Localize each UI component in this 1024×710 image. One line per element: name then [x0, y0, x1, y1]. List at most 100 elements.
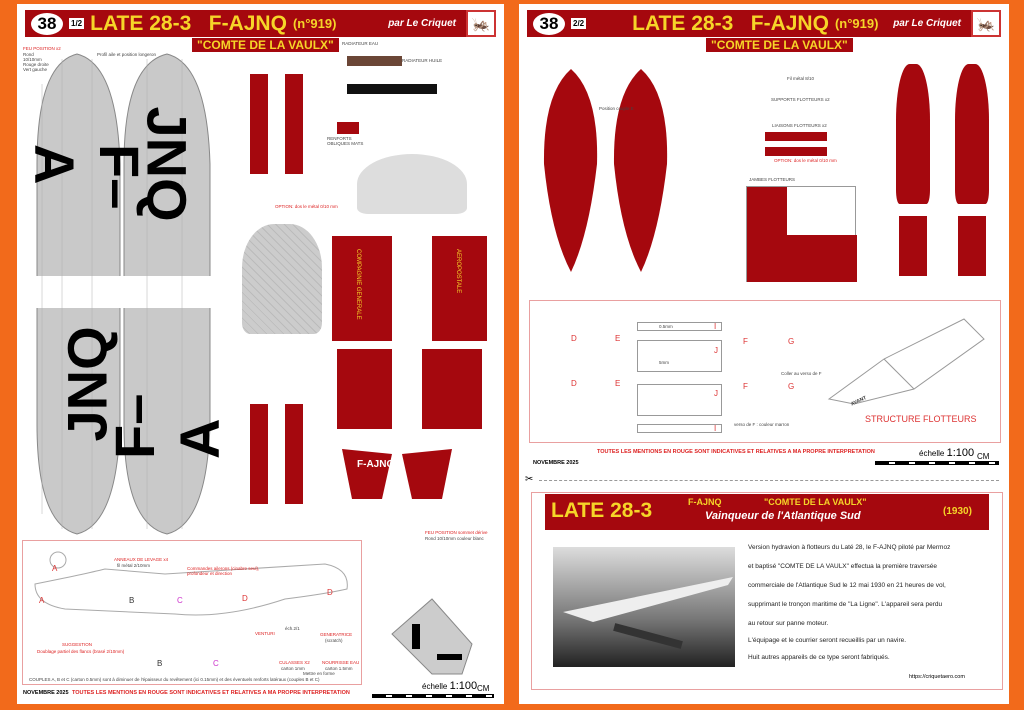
- footer-note: TOUTES LES MENTIONS EN ROUGE SONT INDICA…: [72, 690, 350, 696]
- scissors-icon: ✂: [525, 474, 534, 485]
- label-feu-position-2: FEU POSITION sommet dérive: [425, 530, 488, 535]
- sheet-page-2: 38 2/2 LATE 28-3 F-AJNQ (n°919) par Le C…: [519, 4, 1009, 704]
- label-radiateur-huile: RADIATEUR HUILE: [402, 58, 443, 63]
- fuselage-part: [337, 349, 392, 429]
- info-text: Version hydravion à flotteurs du Laté 28…: [748, 544, 1008, 671]
- scale-label: échelle: [422, 682, 448, 691]
- label-supports: SUPPORTS FLOTTEURS x2: [771, 97, 830, 102]
- sheet-number: 38: [31, 12, 63, 35]
- info-card: [531, 492, 1003, 690]
- label-couples-note: COUPLES A, B et C (carton 0.5mm) sont à …: [29, 677, 320, 682]
- part-label: J: [714, 389, 718, 398]
- fuselage-part: [342, 449, 392, 499]
- fuselage-side-left: [332, 236, 392, 341]
- scale-text: échelle 1:100: [422, 680, 477, 692]
- subtitle-banner: "COMTE DE LA VAULX": [192, 38, 339, 52]
- cowling-part: [357, 154, 467, 214]
- label-venturi: VENTURI: [255, 631, 275, 636]
- fuselage-part: [402, 449, 452, 499]
- seaplane-photo: [553, 547, 735, 667]
- info-year: (1930): [943, 506, 972, 517]
- tail-part: [250, 74, 268, 174]
- info-header: LATE 28-3 F-AJNQ "COMTE DE LA VAULX" Vai…: [545, 494, 989, 530]
- info-line: et baptisé "COMTE DE LA VAULX" effectua …: [748, 563, 937, 570]
- couple-label: C: [177, 596, 183, 605]
- cut-line: [539, 480, 999, 481]
- couple-label: C: [213, 659, 219, 668]
- label-mettre: Mettre en forme: [303, 671, 335, 676]
- thickness: 5mm: [659, 360, 669, 365]
- fin-option-part: [391, 598, 473, 675]
- label-liaisons: LIAISONS FLOTTEURS x2: [772, 123, 827, 128]
- tail-part: [285, 404, 303, 504]
- label-verso: verso de F : couleur marron: [734, 422, 790, 427]
- label-feu-position-2-detail: Rond 10/10mm couleur blanc: [425, 536, 484, 541]
- thickness: 0.5mm: [659, 324, 673, 329]
- info-title: LATE 28-3: [551, 499, 653, 522]
- scale-label: échelle: [919, 449, 945, 458]
- info-line: commerciale de l'Atlantique Sud le 12 ma…: [748, 582, 946, 589]
- stabilizer-part: [242, 224, 322, 334]
- label-radiateur-eau: RADIATEUR EAU: [342, 41, 379, 46]
- cricket-logo-icon: 🦗: [971, 10, 1001, 37]
- serial-number: (n°919): [292, 16, 337, 31]
- fuselage-profile: [34, 551, 348, 616]
- scale-unit: CM: [477, 684, 490, 693]
- sheet-number: 38: [533, 12, 565, 35]
- wing-letters-top-left: F–A: [23, 144, 151, 210]
- label-feu-detail: Rond 10/10mm Rouge droite Vert gauche: [23, 52, 49, 72]
- cricket-logo-icon: 🦗: [466, 10, 496, 37]
- couple-label: D: [327, 588, 333, 597]
- couple-label: B: [129, 596, 135, 605]
- footer-date: NOVEMBRE 2025: [533, 460, 579, 466]
- part-label: F: [743, 382, 748, 391]
- label-position-couple: Position couple E: [599, 106, 634, 111]
- scale-ruler: [372, 694, 494, 698]
- part-label: D: [571, 334, 577, 343]
- fuselage-profile-box: [22, 540, 362, 685]
- wing-letters-top-right: JNQ: [135, 106, 199, 222]
- part-label: G: [788, 382, 795, 391]
- fuselage-text: AEROPOSTALE: [455, 249, 461, 294]
- scale-ruler: [875, 461, 999, 465]
- scale-value: 1:100: [946, 447, 975, 459]
- fuselage-part: [422, 349, 482, 429]
- scale-unit: CM: [977, 452, 990, 461]
- structure-title: STRUCTURE FLOTTEURS: [865, 414, 977, 424]
- float-side-part: [958, 216, 986, 276]
- info-line: supprimant le tronçon maritime de "La Li…: [748, 601, 943, 608]
- sheet-title: LATE 28-3 F-AJNQ: [90, 11, 287, 35]
- radiator-part: [347, 84, 437, 94]
- author: par Le Criquet: [388, 18, 456, 29]
- sheet-header: 38 2/2 LATE 28-3 F-AJNQ (n°919) par Le C…: [527, 10, 1001, 37]
- label-ech: éch.2/1: [285, 626, 300, 631]
- sheet-page-1: 38 1/2 LATE 28-3 F-AJNQ (n°919) par Le C…: [17, 4, 504, 704]
- radiator-part: [347, 56, 402, 66]
- label-anneaux-detail: fil métal 2/10mm: [117, 563, 151, 568]
- label-profil: Profil aile et position longeron: [97, 52, 157, 57]
- part-label: I: [714, 424, 717, 433]
- author: par Le Criquet: [893, 18, 961, 29]
- tail-part: [285, 74, 303, 174]
- label-nourrisse: NOURRISSE EAU: [322, 660, 360, 665]
- info-name: "COMTE DE LA VAULX": [764, 497, 867, 507]
- label-suggestion: SUGGESTION: [62, 642, 93, 647]
- website-link[interactable]: https://criquetaero.com: [909, 674, 965, 680]
- part-label: E: [615, 379, 621, 388]
- strut-part: [337, 122, 359, 134]
- label-coller: Coller au verso de F: [781, 371, 822, 376]
- label-fil: Fil métal 8/10: [787, 76, 815, 81]
- part-j: [637, 340, 722, 372]
- sheet-fraction: 1/2: [69, 18, 85, 29]
- label-renforts: RENFORTS OBLIQUES MATS: [327, 136, 364, 146]
- info-registration: F-AJNQ: [688, 497, 722, 507]
- float-structure-diagram: [827, 318, 985, 405]
- couple-label: A: [39, 596, 45, 605]
- fuselage-text: COMPAGNIE GENERALE: [355, 249, 361, 320]
- label-option: OPTION: dos le métal 0/10 mm: [275, 204, 338, 209]
- float-parts: [543, 69, 668, 272]
- float-side-part: [899, 216, 927, 276]
- serial-number: (n°919): [834, 16, 879, 31]
- label-culasses-detail: carton 1mm: [281, 666, 305, 671]
- info-line: au retour sur panne moteur.: [748, 620, 829, 627]
